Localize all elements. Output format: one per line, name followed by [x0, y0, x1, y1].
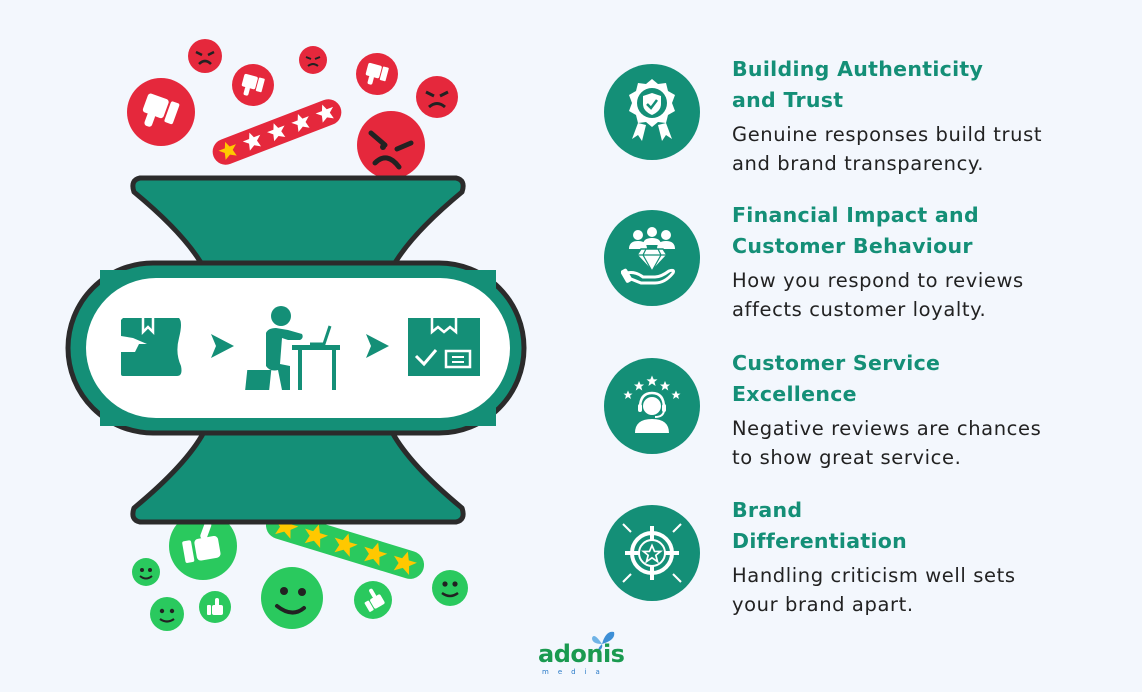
positive-reviews-cluster: [132, 511, 468, 631]
logo-subtitle: media: [542, 668, 609, 676]
feature-description: Negative reviews are chances to show gre…: [732, 417, 1042, 469]
thumbs-up-icon: [199, 591, 231, 623]
feature-title: Brand Differentiation: [732, 498, 908, 553]
thumbs-down-icon: [356, 53, 398, 95]
award-shield-icon: [604, 64, 700, 160]
feature-title: Customer Service Excellence: [732, 351, 941, 406]
smiley-face-icon: [261, 567, 323, 629]
feature-description: Genuine responses build trust and brand …: [732, 123, 1043, 175]
negative-reviews-cluster: [127, 39, 458, 179]
review-funnel-illustration: [65, 39, 527, 631]
smiley-face-icon: [432, 570, 468, 606]
thumbs-down-icon: [232, 64, 274, 106]
approved-package-icon: [408, 318, 480, 376]
angry-face-icon: [188, 39, 222, 73]
customers-diamond-hand-icon: [604, 210, 700, 306]
smiley-face-icon: [150, 597, 184, 631]
damaged-package-icon: [121, 318, 182, 376]
thumbs-down-icon: [127, 78, 195, 146]
smiley-face-icon: [132, 558, 160, 586]
arrow-right-icon: [366, 334, 389, 358]
support-agent-stars-icon: [604, 358, 700, 454]
arrow-right-icon: [211, 334, 234, 358]
thumbs-up-icon: [169, 512, 237, 580]
butterfly-icon: [592, 631, 615, 650]
logo-name: adonis: [538, 640, 625, 668]
angry-face-icon: [299, 46, 327, 74]
one-star-rating: [212, 99, 342, 165]
adonis-media-logo: adonis media: [538, 630, 625, 680]
five-star-rating: [265, 511, 425, 579]
thumbs-up-icon: [354, 581, 392, 619]
feature-description: Handling criticism well sets your brand …: [732, 564, 1016, 616]
feature-title: Financial Impact and Customer Behaviour: [732, 203, 979, 258]
target-star-icon: [604, 505, 700, 601]
angry-face-icon: [416, 76, 458, 118]
feature-description: How you respond to reviews affects custo…: [732, 269, 1024, 321]
angry-face-icon: [357, 111, 425, 179]
feature-title: Building Authenticity and Trust: [732, 57, 984, 112]
person-at-laptop-icon: [245, 306, 340, 390]
